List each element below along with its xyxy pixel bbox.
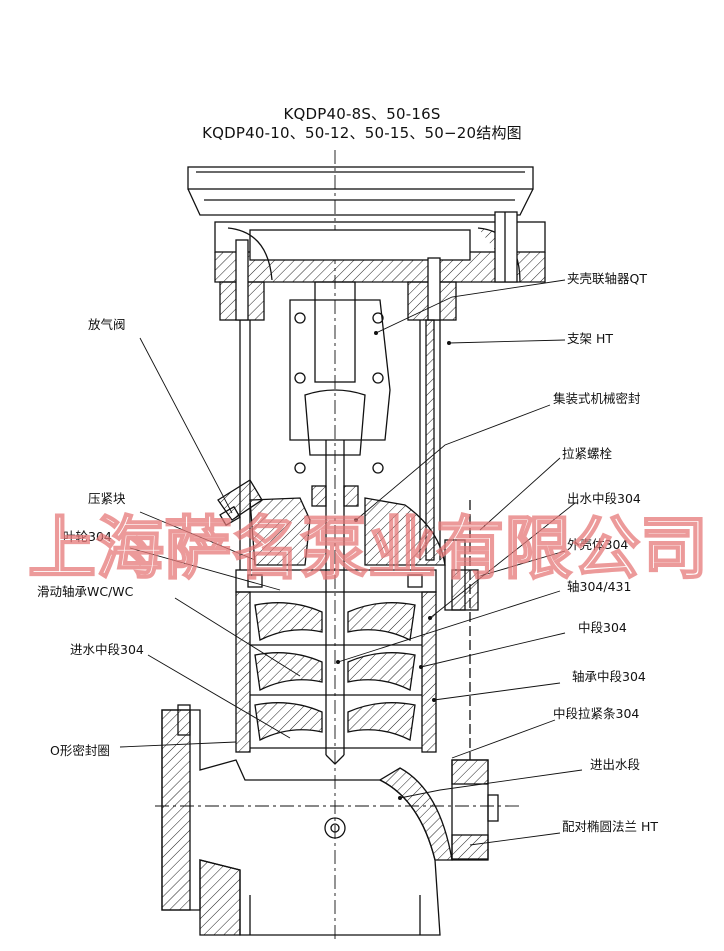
leader-bracket <box>448 339 566 344</box>
label-bearing-mid: 轴承中段304 <box>572 669 646 684</box>
label-shaft: 轴304/431 <box>567 579 632 594</box>
leader-o-ring <box>119 741 237 748</box>
leader-mid-tie-bar <box>451 719 556 759</box>
label-in-out-section: 进出水段 <box>590 757 641 772</box>
leader-impeller <box>129 547 281 591</box>
label-flange: 配对椭圆法兰 HT <box>562 819 659 834</box>
label-bracket: 支架 HT <box>567 331 614 346</box>
title-line-2: KQDP40-10、50-12、50-15、50−20结构图 <box>202 124 522 142</box>
leader-outer-casing <box>479 550 566 577</box>
pump-body <box>235 569 437 753</box>
label-o-ring: O形密封圈 <box>50 743 110 758</box>
label-outlet-mid: 出水中段304 <box>567 491 641 506</box>
leader-air-valve <box>139 337 233 514</box>
label-tie-bolt: 拉紧螺栓 <box>562 446 613 461</box>
motor <box>187 166 546 283</box>
base-section <box>155 709 520 936</box>
base-bolt <box>177 704 191 736</box>
label-outer-casing: 外壳体304 <box>567 537 629 552</box>
bracket <box>219 239 457 570</box>
label-press-block: 压紧块 <box>88 491 126 506</box>
leader-coupling <box>375 279 566 334</box>
air-valve-drawing <box>217 479 263 527</box>
leader-mid-section <box>420 632 566 668</box>
impeller-stack <box>250 602 422 749</box>
tie-bolt-drawing <box>444 500 479 760</box>
leader-press-block <box>139 511 256 561</box>
leader-mech-seal <box>355 404 551 521</box>
leader-in-out <box>399 769 583 799</box>
label-inlet-mid: 进水中段304 <box>70 642 144 657</box>
label-coupling: 夹壳联轴器QT <box>567 271 647 286</box>
coupling-drawing <box>289 281 391 474</box>
leader-outlet-mid <box>429 502 576 619</box>
leader-slide-bearing <box>174 597 301 677</box>
leader-dots <box>336 331 451 800</box>
label-slide-bearing: 滑动轴承WC/WC <box>37 584 134 599</box>
label-impeller: 叶轮304 <box>63 529 112 544</box>
label-mid-tie-bar: 中段拉紧条304 <box>553 706 640 721</box>
leader-flange <box>469 832 561 846</box>
leader-lines <box>119 279 583 846</box>
leader-tie-bolt <box>479 457 561 531</box>
title-line-1: KQDP40-8S、50-16S <box>283 105 441 123</box>
label-mid-section: 中段304 <box>578 620 627 635</box>
label-air-valve: 放气阀 <box>88 317 126 332</box>
leader-bearing-mid <box>433 682 561 701</box>
label-mech-seal: 集装式机械密封 <box>553 391 641 406</box>
leader-inlet-mid <box>147 654 291 739</box>
leader-shaft <box>337 590 561 663</box>
seal-drawing <box>249 485 446 566</box>
